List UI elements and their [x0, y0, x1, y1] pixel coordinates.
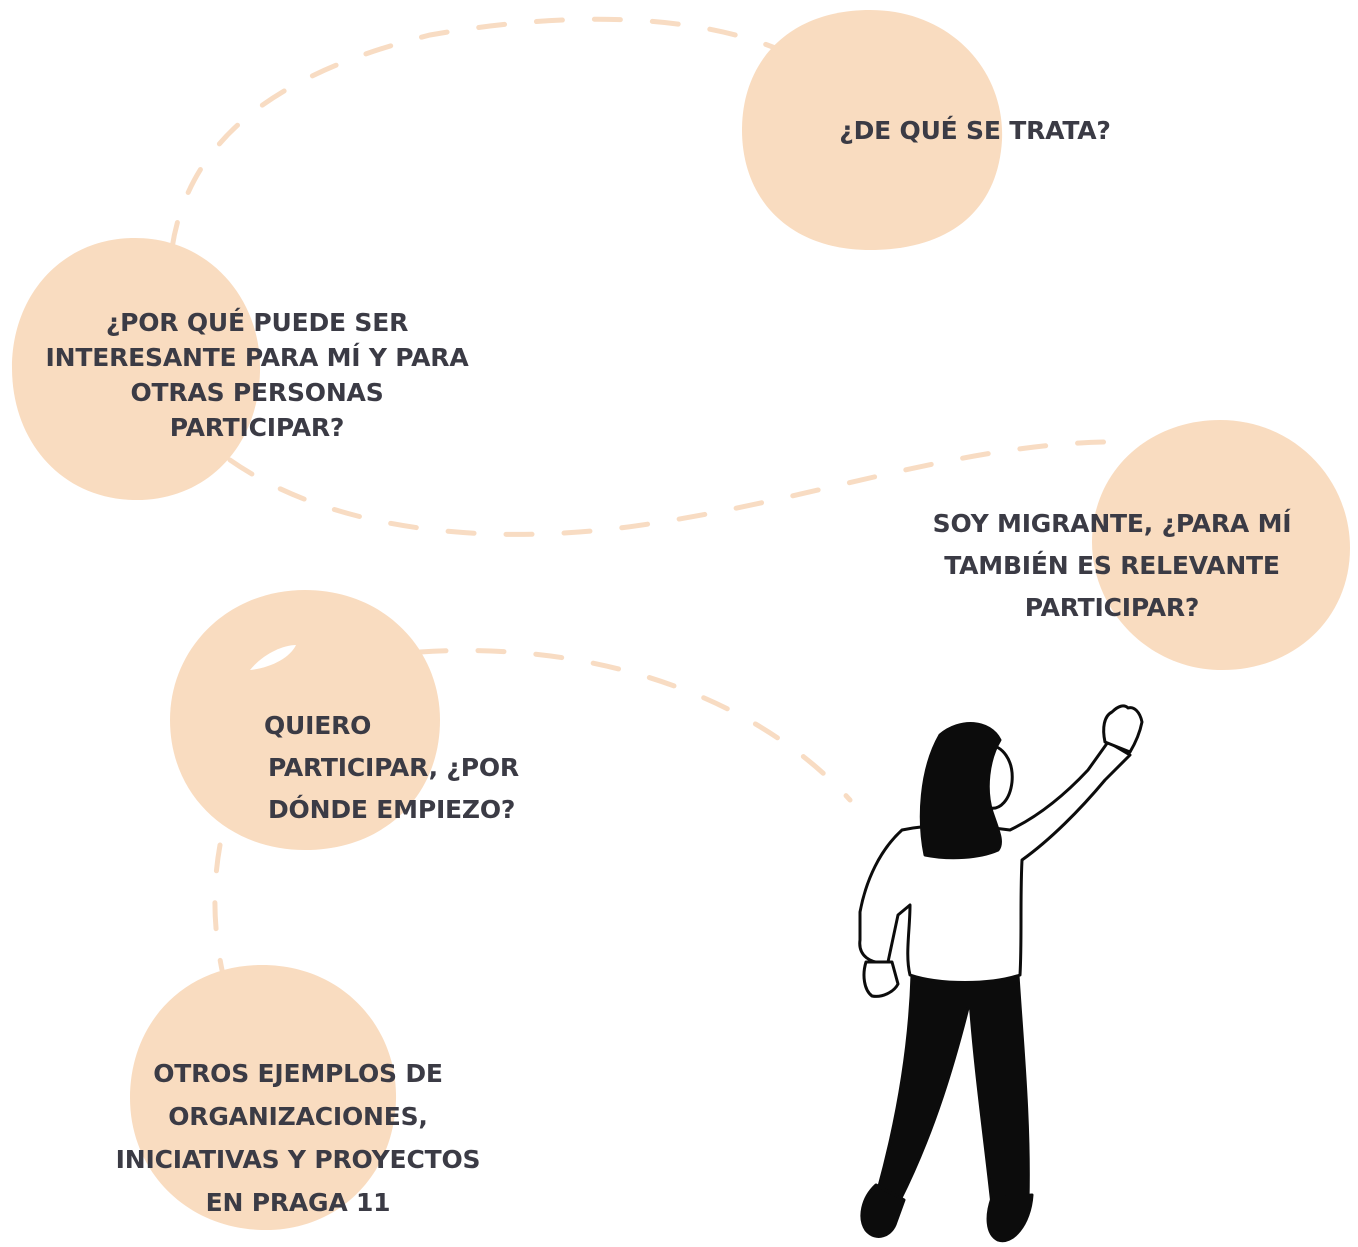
node-label-line: ¿DE QUÉ SE TRATA?	[839, 116, 1111, 145]
shoe-right	[986, 1193, 1034, 1243]
node-label-line: SOY MIGRANTE, ¿PARA MÍ	[932, 509, 1292, 538]
blobs	[12, 10, 1350, 1231]
node-label-line: INTERESANTE PARA MÍ Y PARA	[45, 343, 469, 372]
blob-por-que-interesante	[12, 238, 261, 501]
node-por-que-interesante[interactable]: ¿POR QUÉ PUEDE SER INTERESANTE PARA MÍ Y…	[42, 305, 472, 445]
raised-hand	[1102, 704, 1144, 754]
node-label-line: PARTICIPAR, ¿POR	[268, 753, 519, 782]
node-label-line: OTRAS PERSONAS	[130, 378, 384, 407]
node-label-line: ORGANIZACIONES,	[168, 1102, 428, 1131]
node-label-line: PARTICIPAR?	[169, 413, 345, 442]
node-label-line: ¿POR QUÉ PUEDE SER	[105, 308, 409, 337]
waving-woman-illustration	[858, 704, 1144, 1243]
blob-otros-ejemplos	[130, 965, 397, 1231]
node-label-line: DÓNDE EMPIEZO?	[268, 795, 516, 824]
blob-quiero-participar	[170, 590, 440, 850]
trousers-shape	[876, 973, 1030, 1207]
node-label-line: INICIATIVAS Y PROYECTOS	[115, 1145, 481, 1174]
node-quiero-participar[interactable]: QUIERO PARTICIPAR, ¿POR DÓNDE EMPIEZO?	[264, 705, 544, 831]
node-otros-ejemplos[interactable]: OTROS EJEMPLOS DE ORGANIZACIONES, INICIA…	[100, 1052, 496, 1224]
lowered-hand	[862, 960, 900, 998]
node-label-line: PARTICIPAR?	[1024, 593, 1200, 622]
brush-streak-icon	[250, 645, 296, 670]
node-label-line: QUIERO	[264, 711, 372, 740]
connector-bottom	[212, 842, 225, 973]
node-label-line: TAMBIÉN ES RELEVANTE	[944, 551, 1280, 580]
node-label-line: EN PRAGA 11	[205, 1188, 391, 1217]
blob-soy-migrante	[1092, 420, 1350, 671]
sweater-shape	[858, 740, 1132, 984]
connector-lower	[417, 647, 853, 803]
connector-middle	[227, 439, 1108, 537]
hair-shape	[919, 722, 1002, 860]
shoe-left	[860, 1183, 906, 1238]
blob-de-que-se-trata	[742, 10, 1003, 250]
node-label-line: OTROS EJEMPLOS DE	[153, 1059, 443, 1088]
connector-top	[169, 16, 783, 251]
dashed-connectors	[169, 16, 1108, 973]
node-de-que-se-trata[interactable]: ¿DE QUÉ SE TRATA?	[830, 113, 1120, 148]
node-soy-migrante[interactable]: SOY MIGRANTE, ¿PARA MÍ TAMBIÉN ES RELEVA…	[918, 503, 1306, 629]
